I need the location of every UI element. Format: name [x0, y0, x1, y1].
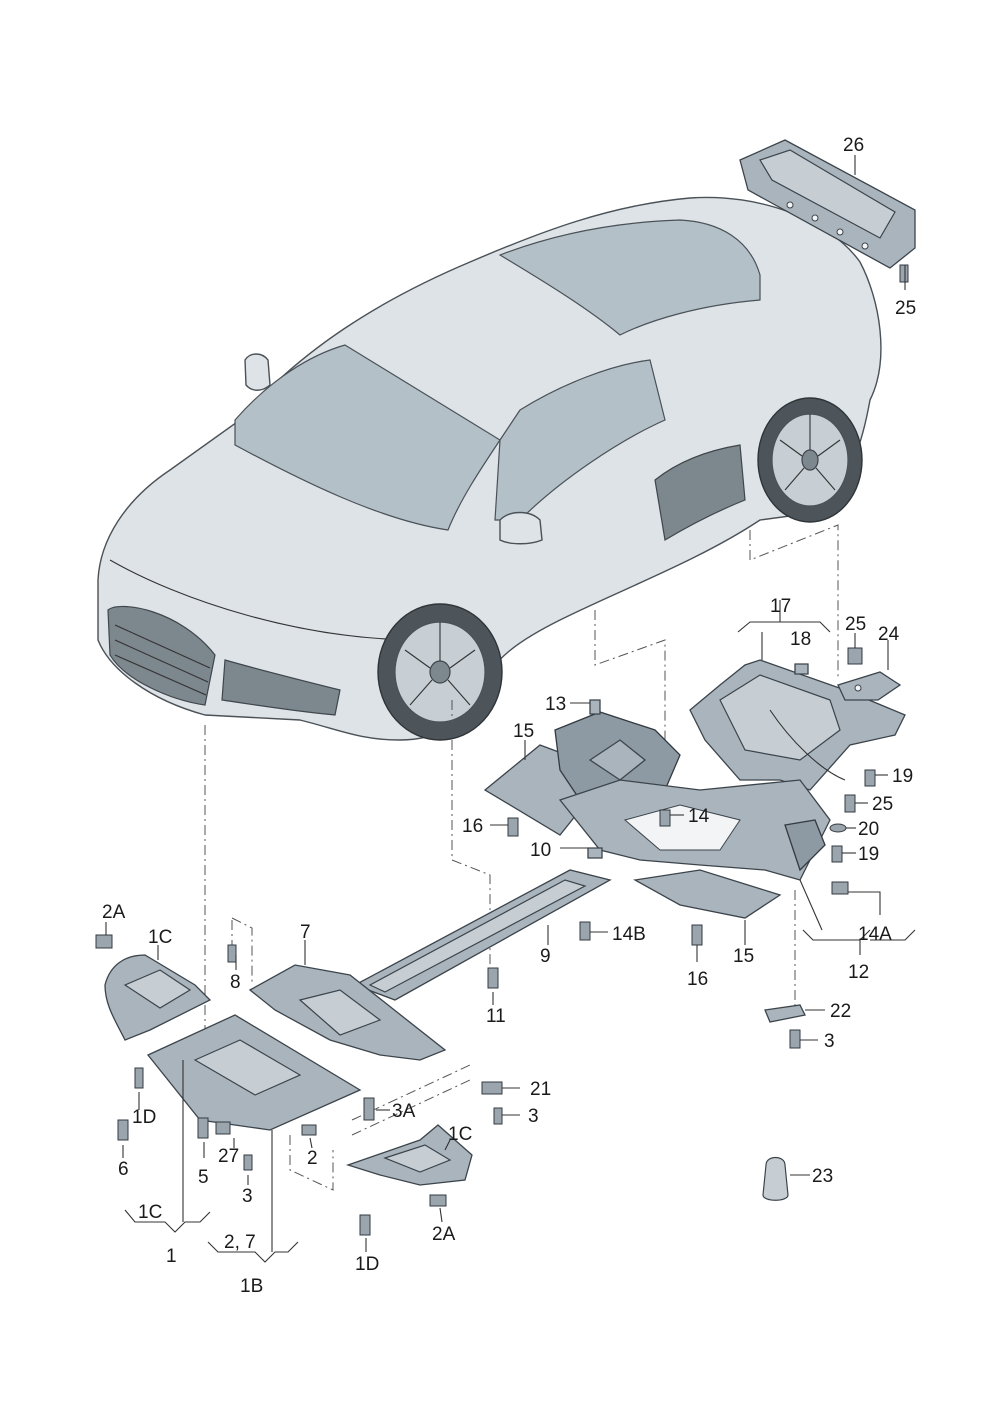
label-2A: 2A [432, 1224, 456, 1245]
label-23: 23 [812, 1166, 833, 1187]
label-1D: 1D [132, 1107, 156, 1128]
label-24: 24 [878, 624, 900, 645]
label-16: 16 [687, 969, 708, 990]
label-9: 9 [540, 946, 551, 967]
label-5: 5 [198, 1167, 209, 1188]
label-3A: 3A [392, 1101, 416, 1122]
label-18: 18 [790, 629, 811, 650]
label-25: 25 [895, 298, 916, 319]
part-1C-right-liner [345, 1124, 473, 1186]
label-14B: 14B [612, 924, 646, 945]
label-1D: 1D [355, 1254, 379, 1275]
label-3: 3 [528, 1106, 539, 1127]
label-17: 17 [770, 596, 791, 617]
leader-lines [105, 155, 916, 1263]
label-27: 27 [218, 1146, 239, 1167]
part-18-clip [794, 663, 809, 675]
label-10: 10 [530, 840, 551, 861]
part-9-sill-panel [353, 869, 612, 1001]
car-illustration [97, 196, 882, 741]
label-1C: 1C [448, 1124, 472, 1145]
part-1B-front-floor [146, 1014, 362, 1131]
part-17-rear-underbody [689, 659, 906, 791]
part-1C-left-liner [104, 954, 212, 1041]
part-24-bracket [837, 671, 902, 701]
part-12-center-floor [558, 779, 831, 881]
label-3: 3 [242, 1186, 253, 1207]
fasteners [95, 647, 876, 1236]
label-14: 14 [688, 806, 710, 827]
label-11: 11 [486, 1006, 506, 1027]
label-1C-bracket: 1C [138, 1202, 162, 1223]
label-13: 13 [545, 694, 566, 715]
label-20: 20 [858, 819, 879, 840]
label-1B: 1B [240, 1276, 263, 1297]
label-14A: 14A [858, 924, 892, 945]
label-1: 1 [166, 1246, 177, 1267]
label-26: 26 [843, 135, 864, 156]
label-19: 19 [892, 766, 913, 787]
label-12: 12 [848, 962, 869, 983]
label-2A: 2A [102, 902, 126, 923]
label-1C: 1C [148, 927, 172, 948]
label-16: 16 [462, 816, 483, 837]
label-2: 2 [307, 1148, 318, 1169]
label-15: 15 [733, 946, 754, 967]
label-25: 25 [845, 614, 866, 635]
label-7: 7 [300, 922, 311, 943]
part-15-right-panel [633, 869, 782, 919]
callout-labels: 26 25 17 18 25 24 13 15 16 14 19 25 20 1… [102, 135, 916, 1297]
label-15: 15 [513, 721, 534, 742]
label-8: 8 [230, 972, 241, 993]
label-25: 25 [872, 794, 893, 815]
label-21: 21 [530, 1079, 551, 1100]
label-3: 3 [824, 1031, 835, 1052]
part-10-clip [587, 847, 603, 859]
label-19: 19 [858, 844, 879, 865]
label-2-7: 2, 7 [224, 1232, 256, 1253]
part-7-front-panel [248, 964, 447, 1061]
label-22: 22 [830, 1001, 851, 1022]
label-6: 6 [118, 1159, 129, 1180]
part-26-rear-shield [739, 139, 916, 283]
